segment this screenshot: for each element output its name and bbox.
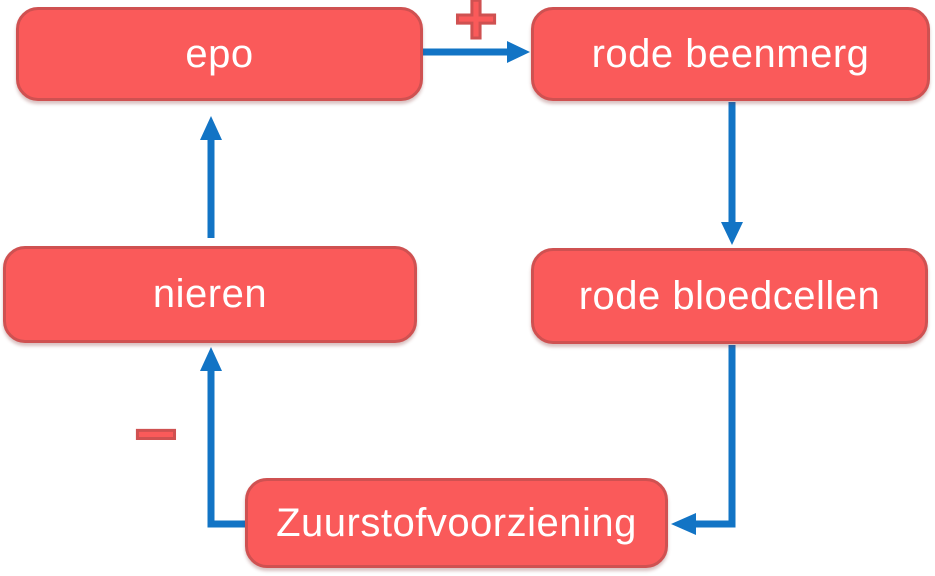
node-epo: epo (16, 7, 423, 101)
plus-sign: + (453, 0, 499, 60)
node-epo-label: epo (185, 31, 254, 76)
arrow-rode-beenmerg-to-rode-bloedcellen (721, 102, 743, 245)
arrow-zuurstofvoorziening-to-nieren (200, 347, 245, 528)
node-rode-bloedcellen-label: rode bloedcellen (578, 273, 881, 318)
arrow-nieren-to-epo (200, 116, 222, 238)
node-nieren-label: nieren (152, 272, 268, 316)
node-rode-bloedcellen: rode bloedcellen (531, 248, 928, 344)
node-zuurstofvoorziening: Zuurstofvoorziening (245, 478, 668, 568)
arrow-epo-to-rode-beenmerg (423, 41, 530, 63)
node-rode-beenmerg-label: rode beenmerg (591, 31, 870, 76)
node-rode-beenmerg: rode beenmerg (531, 7, 930, 101)
node-nieren: nieren (3, 246, 417, 343)
node-zuurstofvoorziening-label: Zuurstofvoorziening (276, 500, 637, 545)
minus-sign: − (133, 392, 179, 475)
arrow-rode-bloedcellen-to-zuurstofvoorziening (671, 345, 736, 535)
